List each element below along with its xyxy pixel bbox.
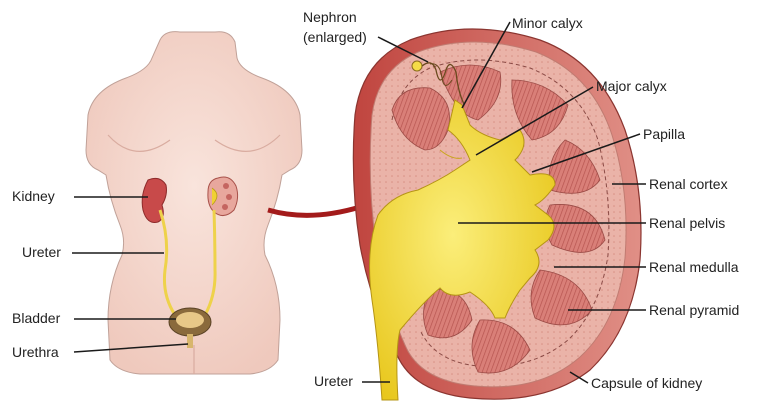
label-ureter-left: Ureter <box>22 244 61 260</box>
label-nephron-line1: Nephron <box>303 9 357 25</box>
label-kidney: Kidney <box>12 188 55 204</box>
label-bladder: Bladder <box>12 310 61 326</box>
label-major-calyx: Major calyx <box>596 78 667 94</box>
label-papilla: Papilla <box>643 126 685 142</box>
body-kidney-right <box>208 177 238 216</box>
label-renal-cortex: Renal cortex <box>649 176 728 192</box>
label-capsule: Capsule of kidney <box>591 375 702 391</box>
label-nephron-line2: (enlarged) <box>303 29 367 45</box>
label-renal-pelvis: Renal pelvis <box>649 215 725 231</box>
label-ureter-right: Ureter <box>314 373 353 389</box>
label-minor-calyx: Minor calyx <box>512 15 583 31</box>
label-renal-medulla: Renal medulla <box>649 259 739 275</box>
label-urethra: Urethra <box>12 344 59 360</box>
label-renal-pyramid: Renal pyramid <box>649 302 739 318</box>
